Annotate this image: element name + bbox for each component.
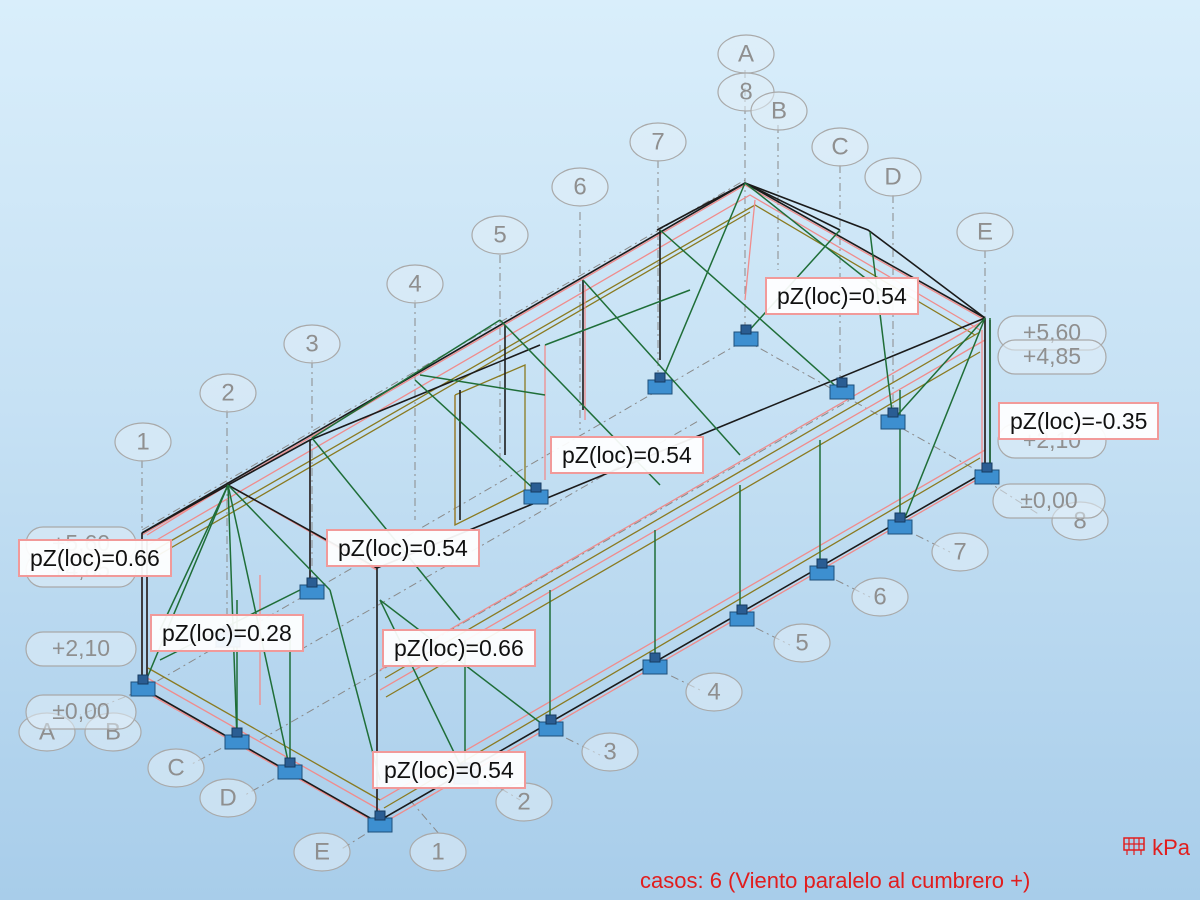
svg-text:7: 7: [651, 128, 664, 155]
units-label: kPa: [1152, 835, 1190, 860]
svg-text:1: 1: [136, 428, 149, 455]
support-footing: [538, 714, 564, 737]
support-footing: [733, 324, 759, 347]
level-marker: +2,10: [25, 631, 137, 667]
support-footing: [642, 652, 668, 675]
axis-bubble-1: 1: [114, 422, 172, 462]
level-marker: ±0,00: [992, 483, 1106, 519]
axis-bubble-4: 4: [685, 672, 743, 712]
axis-bubble-5: 5: [773, 623, 831, 663]
level-marker: ±0,00: [25, 694, 137, 730]
axis-bubble-6: 6: [551, 167, 609, 207]
svg-text:5: 5: [493, 221, 506, 248]
svg-text:+2,10: +2,10: [52, 635, 110, 661]
axis-bubble-3: 3: [283, 324, 341, 364]
svg-text:3: 3: [305, 330, 318, 357]
axis-bubble-C: C: [811, 127, 869, 167]
axis-bubble-D: D: [864, 157, 922, 197]
load-case-caption: casos: 6 (Viento paralelo al cumbrero +): [640, 868, 1031, 893]
svg-text:±0,00: ±0,00: [1020, 487, 1077, 513]
support-footing: [277, 757, 303, 780]
support-footing: [299, 577, 325, 600]
axis-bubble-D: D: [199, 778, 257, 818]
support-footing: [523, 482, 549, 505]
svg-text:E: E: [977, 218, 993, 245]
svg-text:C: C: [167, 754, 184, 781]
bracing-members: [141, 182, 991, 781]
support-footing: [130, 674, 156, 697]
svg-text:±0,00: ±0,00: [52, 698, 109, 724]
svg-text:B: B: [771, 97, 787, 124]
support-footing: [647, 372, 673, 395]
load-label[interactable]: pZ(loc)=0.54: [326, 529, 480, 567]
load-label[interactable]: pZ(loc)=0.66: [18, 539, 172, 577]
load-label[interactable]: pZ(loc)=0.28: [150, 614, 304, 652]
load-label[interactable]: pZ(loc)=0.54: [765, 277, 919, 315]
axis-bubble-4: 4: [386, 264, 444, 304]
axis-bubble-7: 7: [931, 532, 989, 572]
top-axis-bubbles: A 8 B C D E 1 2 3 4 5 6 7: [114, 34, 1014, 462]
svg-text:1: 1: [431, 838, 444, 865]
axis-bubble-2: 2: [495, 782, 553, 822]
svg-text:8: 8: [739, 78, 752, 105]
axis-bubble-A: A: [717, 34, 775, 74]
axis-bubble-E: E: [956, 212, 1014, 252]
axis-bubble-5: 5: [471, 215, 529, 255]
support-footing: [887, 512, 913, 535]
svg-text:E: E: [314, 838, 330, 865]
left-axis-bubbles: A B C D E: [18, 712, 351, 872]
support-footing: [224, 727, 250, 750]
svg-text:3: 3: [603, 738, 616, 765]
support-footing: [367, 810, 393, 833]
axis-bubble-E: E: [293, 832, 351, 872]
svg-text:4: 4: [707, 678, 720, 705]
support-footing: [974, 462, 1000, 485]
svg-text:D: D: [884, 163, 901, 190]
axis-bubble-3: 3: [581, 732, 639, 772]
axis-bubble-1: 1: [409, 832, 467, 872]
load-label[interactable]: pZ(loc)=0.54: [550, 436, 704, 474]
bottom-axis-bubbles: 1 2 3 4 5 6 7 8: [409, 501, 1109, 872]
support-footing: [729, 604, 755, 627]
svg-text:C: C: [831, 133, 848, 160]
svg-text:5: 5: [795, 629, 808, 656]
svg-text:2: 2: [221, 379, 234, 406]
svg-text:6: 6: [873, 583, 886, 610]
units-indicator: kPa: [1122, 834, 1190, 862]
load-label[interactable]: pZ(loc)=0.66: [382, 629, 536, 667]
svg-text:2: 2: [517, 788, 530, 815]
axis-bubble-7: 7: [629, 122, 687, 162]
load-label[interactable]: pZ(loc)=-0.35: [998, 402, 1160, 440]
axis-bubble-C: C: [147, 748, 205, 788]
load-grid-icon: [1122, 834, 1146, 862]
axis-bubble-6: 6: [851, 577, 909, 617]
support-footing: [809, 558, 835, 581]
level-markers-right: +5,60 +4,85 +2,10 ±0,00: [992, 315, 1107, 519]
svg-text:D: D: [219, 784, 236, 811]
level-marker: +4,85: [997, 339, 1107, 375]
svg-text:7: 7: [953, 538, 966, 565]
support-footing: [880, 407, 906, 430]
svg-text:A: A: [738, 40, 754, 67]
svg-text:+4,85: +4,85: [1023, 343, 1081, 369]
svg-text:6: 6: [573, 173, 586, 200]
svg-text:4: 4: [408, 270, 421, 297]
support-footing: [829, 377, 855, 400]
axis-bubble-B: B: [750, 91, 808, 131]
axis-bubble-2: 2: [199, 373, 257, 413]
load-label[interactable]: pZ(loc)=0.54: [372, 751, 526, 789]
